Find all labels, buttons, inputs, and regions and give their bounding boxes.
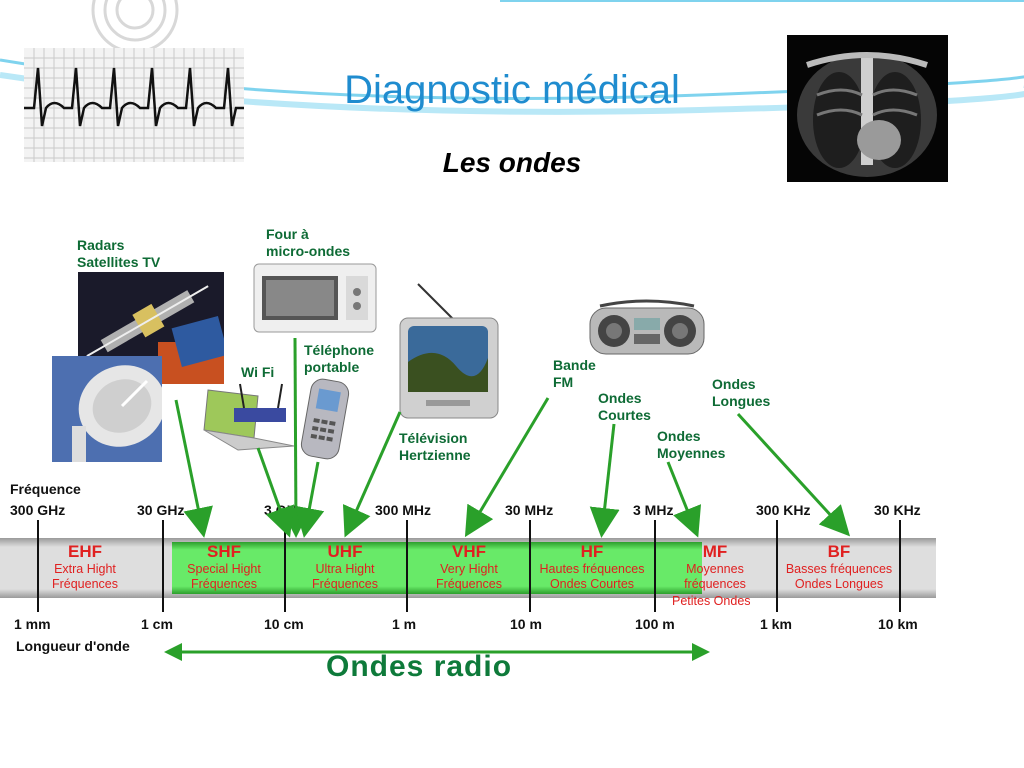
microwave-label: Four à micro-ondes (266, 226, 351, 259)
television-image (399, 283, 499, 419)
frequency-tick: 300 KHz (756, 502, 811, 518)
television-label: Télévision Hertzienne (399, 430, 471, 463)
wifi-laptop-image (203, 383, 295, 451)
page-subtitle: Les ondes (442, 147, 582, 178)
ecg-strip-image (24, 48, 244, 162)
wavelength-axis-title: Longueur d'onde (16, 638, 130, 654)
band-code: VHF (452, 542, 486, 561)
band-ehf: EHF Extra Hight Fréquences (20, 538, 150, 598)
arrow-short-waves (589, 423, 620, 538)
arrow-long-waves (736, 412, 851, 537)
band-code: SHF (207, 542, 241, 561)
band-uhf: UHF Ultra Hight Fréquences (285, 538, 405, 598)
wavelength-tick: 10 m (510, 616, 542, 632)
band-mf: MF Moyennes fréquences (656, 538, 774, 598)
page-title: Diagnostic médical (344, 68, 680, 112)
arrow-radars (174, 399, 213, 538)
wavelength-tick: 1 m (392, 616, 417, 632)
wavelength-tick: 1 cm (141, 616, 173, 632)
wavelength-tick: 1 km (760, 616, 792, 632)
band-hf: HF Hautes fréquences Ondes Courtes (530, 538, 654, 598)
wavelength-tick: 10 cm (264, 616, 304, 632)
band-vhf: VHF Very Hight Fréquences (410, 538, 528, 598)
axis-ticks (37, 520, 901, 612)
fm-band-label: Bande FM (553, 357, 596, 390)
frequency-tick: 300 GHz (10, 502, 66, 518)
telephone-label: Téléphone portable (304, 342, 375, 375)
radio-waves-label: Ondes radio (326, 650, 513, 683)
band-description: Ultra Hight Fréquences (311, 562, 378, 591)
arrow-microwave (280, 337, 311, 538)
band-description: Very Hight Fréquences (435, 562, 502, 591)
wavelength-tick: 1 mm (14, 616, 51, 632)
frequency-tick: 3 MHz (633, 502, 674, 518)
frequency-tick: 30 GHz (137, 502, 185, 518)
band-description: Extra Hight Fréquences (51, 562, 118, 591)
frequency-tick: 30 KHz (874, 502, 921, 518)
band-shf: SHF Special Hight Fréquences (168, 538, 280, 598)
frequency-tick: 30 MHz (505, 502, 554, 518)
mobile-phone-image (300, 378, 350, 460)
wavelength-tick: 100 m (635, 616, 675, 632)
microwave-oven-image (253, 263, 377, 333)
long-waves-label: Ondes Longues (712, 376, 771, 409)
arrow-wifi (256, 447, 295, 538)
chest-xray-image (787, 35, 948, 182)
band-code: EHF (68, 542, 102, 561)
arrow-television (342, 411, 402, 538)
arrow-medium-waves (666, 461, 702, 538)
radio-waves-range-arrow (164, 643, 710, 661)
arrow-fm (464, 397, 550, 538)
short-waves-label: Ondes Courtes (598, 390, 651, 423)
band-bf: BF Basses fréquences Ondes Longues (776, 538, 902, 598)
small-waves-label: Petites Ondes (672, 594, 751, 608)
arrow-telephone (294, 461, 325, 538)
wavelength-tick: 10 km (878, 616, 918, 632)
band-code: BF (827, 542, 851, 561)
frequency-tick: 300 MHz (375, 502, 432, 518)
spectrum-strip (0, 538, 936, 598)
band-description: Hautes fréquences Ondes Courtes (539, 562, 645, 591)
frequency-axis-title: Fréquence (10, 481, 81, 497)
band-description: Basses fréquences Ondes Longues (785, 562, 893, 591)
radars-satellites-label: Radars Satellites TV (77, 237, 161, 270)
band-code: HF (580, 542, 604, 561)
band-description: Moyennes fréquences (684, 562, 746, 591)
band-code: UHF (327, 542, 363, 561)
band-code: MF (702, 542, 728, 561)
medium-waves-label: Ondes Moyennes (657, 428, 726, 461)
band-description: Special Hight Fréquences (187, 562, 261, 591)
wifi-label: Wi Fi (241, 364, 275, 380)
radar-dish-image (52, 356, 162, 462)
radio-cassette-image (589, 299, 705, 355)
